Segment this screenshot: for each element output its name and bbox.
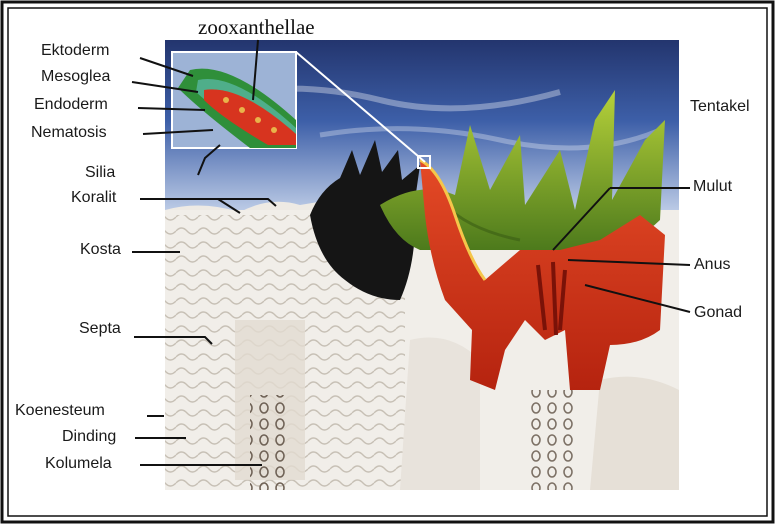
label-nematosis: Nematosis bbox=[31, 124, 107, 142]
columella-texture bbox=[250, 395, 288, 490]
label-koenesteum: Koenesteum bbox=[15, 402, 105, 420]
label-kolumela: Kolumela bbox=[45, 455, 112, 473]
label-dinding: Dinding bbox=[62, 428, 116, 446]
label-mulut: Mulut bbox=[693, 178, 732, 196]
label-gonad: Gonad bbox=[694, 304, 742, 322]
label-endoderm: Endoderm bbox=[34, 96, 108, 114]
diagram-title: zooxanthellae bbox=[198, 18, 315, 36]
label-koralit: Koralit bbox=[71, 189, 116, 207]
label-ektoderm: Ektoderm bbox=[41, 42, 109, 60]
label-kosta: Kosta bbox=[80, 241, 121, 259]
label-septa: Septa bbox=[79, 320, 121, 338]
label-silia: Silia bbox=[85, 164, 115, 182]
label-anus: Anus bbox=[694, 256, 730, 274]
label-mesoglea: Mesoglea bbox=[41, 68, 110, 86]
label-tentakel: Tentakel bbox=[690, 98, 750, 116]
